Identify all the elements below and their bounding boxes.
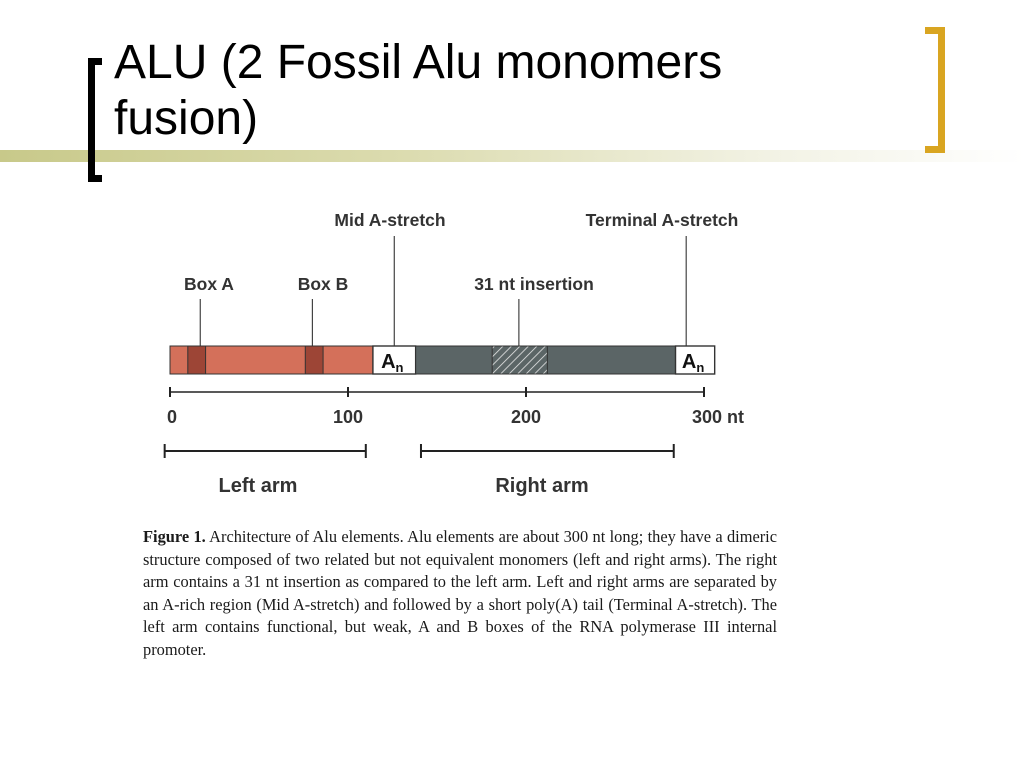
box-a-label: Box A <box>184 274 234 294</box>
scale-tick-label-100: 100 <box>333 407 363 427</box>
box-b-label: Box B <box>298 274 349 294</box>
terminal-a-stretch-label: Terminal A-stretch <box>586 210 739 230</box>
slide-title-line-2: fusion) <box>114 92 259 145</box>
slide-title-line-1: ALU (2 Fossil Alu monomers <box>114 36 723 89</box>
terminal-poly-a-subscript: n <box>696 360 704 375</box>
scale-tick-label-200: 200 <box>511 407 541 427</box>
box-a-segment <box>187 345 207 375</box>
scale-tick-label-300: 300 nt <box>692 407 744 427</box>
title-underline-bar <box>0 150 1024 162</box>
left-bracket-decoration <box>88 58 102 182</box>
insertion-label: 31 nt insertion <box>474 274 594 294</box>
mid-poly-a-subscript: n <box>396 360 404 375</box>
figure-caption: Figure 1. Architecture of Alu elements. … <box>143 526 777 662</box>
scale-ticks: 0 100 200 300 nt <box>167 387 744 427</box>
mid-poly-a-label: An <box>381 351 403 375</box>
insertion-segment <box>491 345 548 375</box>
scale-tick-label-0: 0 <box>167 407 177 427</box>
box-b-segment <box>304 345 324 375</box>
mid-poly-a-base: A <box>381 351 395 373</box>
slide-title: ALU (2 Fossil Alu monomers fusion) <box>114 35 914 147</box>
mid-a-stretch-label: Mid A-stretch <box>334 210 445 230</box>
terminal-a-stretch-segment <box>674 345 716 375</box>
terminal-poly-a-base: A <box>682 351 696 373</box>
right-bracket-decoration <box>925 27 945 153</box>
right-arm-label: Right arm <box>495 475 588 497</box>
left-arm-label: Left arm <box>219 475 298 497</box>
terminal-poly-a-label: An <box>682 351 704 375</box>
figure-caption-text: Architecture of Alu elements. Alu elemen… <box>143 527 778 659</box>
mid-a-stretch-segment <box>372 345 417 375</box>
figure-caption-label: Figure 1. <box>143 527 206 546</box>
